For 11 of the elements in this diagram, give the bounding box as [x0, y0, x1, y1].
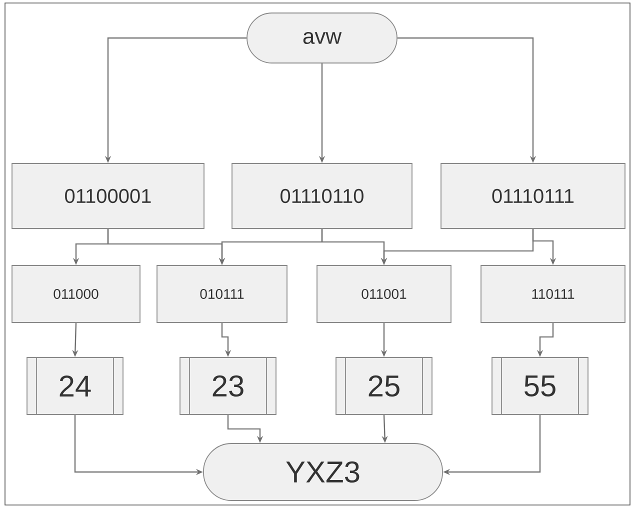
process-box: 01110110 — [232, 163, 412, 229]
process-box: 01110111 — [440, 163, 626, 229]
subprocess-box: 25 — [336, 356, 432, 416]
process-box: 01100001 — [12, 163, 204, 229]
process-box: 010111 — [156, 265, 288, 323]
process-box: 011001 — [316, 265, 452, 323]
subprocess-box: 24 — [26, 356, 124, 416]
process-box: 011000 — [12, 265, 140, 323]
subprocess-box: 23 — [180, 356, 276, 416]
subprocess-box: 55 — [492, 356, 588, 416]
process-box: 110111 — [480, 265, 626, 323]
